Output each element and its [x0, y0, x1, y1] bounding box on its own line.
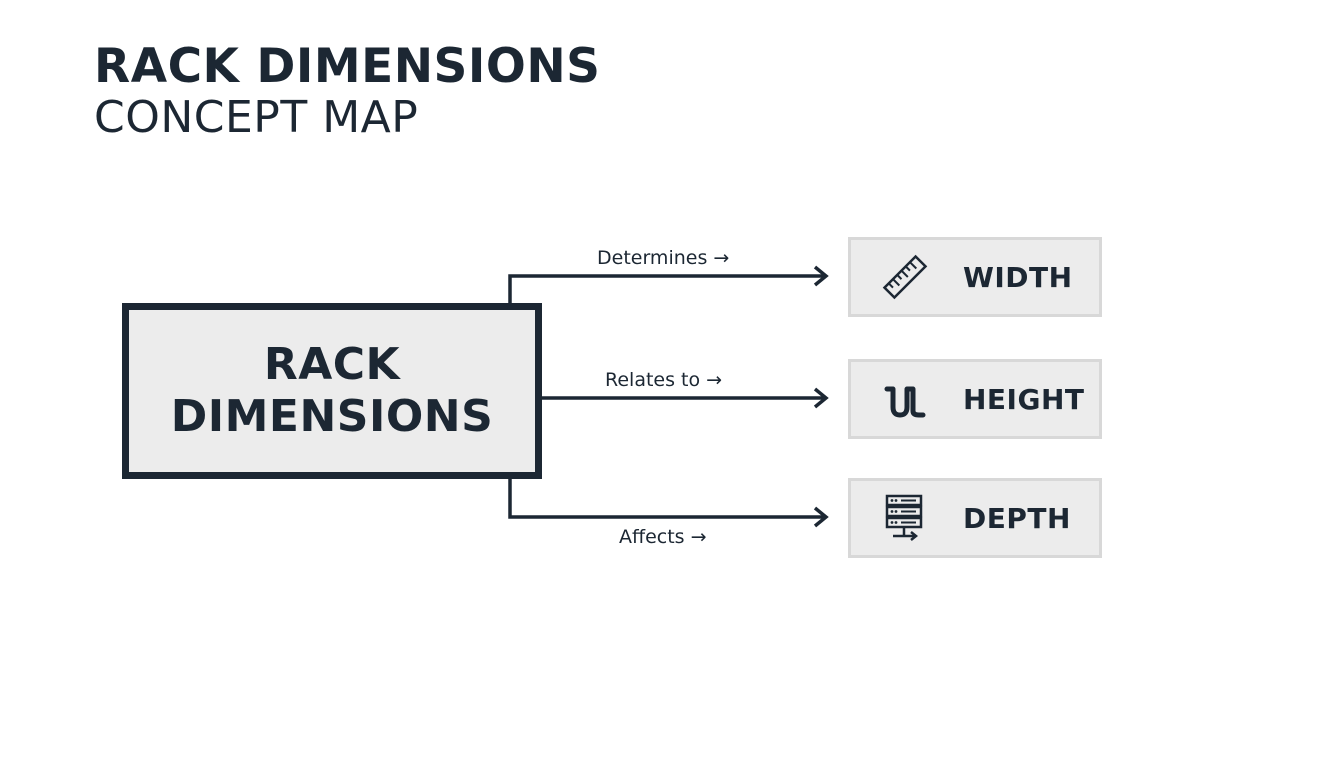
edge-label-relates-to: Relates to →: [605, 369, 723, 391]
arrowhead-relates-to: [813, 387, 829, 409]
node-depth: DEPTH: [848, 478, 1102, 558]
central-node-rack-dimensions: RACK DIMENSIONS: [122, 303, 542, 479]
central-node-label: RACK DIMENSIONS: [171, 339, 494, 443]
connector-determines: [508, 274, 824, 303]
node-width-label: WIDTH: [963, 260, 1073, 294]
connector-affects: [508, 479, 824, 519]
node-height: HEIGHT: [848, 359, 1102, 439]
arrowhead-determines: [813, 265, 829, 287]
server-rack-icon: [879, 492, 931, 544]
page-title: RACK DIMENSIONS: [94, 39, 601, 94]
edge-label-affects: Affects →: [619, 526, 707, 548]
page-subtitle: CONCEPT MAP: [94, 92, 419, 143]
edge-label-determines: Determines →: [597, 247, 730, 269]
node-height-label: HEIGHT: [963, 382, 1085, 416]
arrowhead-affects: [813, 506, 829, 528]
u-unit-icon: [879, 373, 931, 425]
node-depth-label: DEPTH: [963, 501, 1071, 535]
central-label-line2: DIMENSIONS: [170, 391, 494, 442]
node-width: WIDTH: [848, 237, 1102, 317]
ruler-icon: [879, 251, 931, 303]
central-label-line1: RACK: [263, 339, 401, 390]
